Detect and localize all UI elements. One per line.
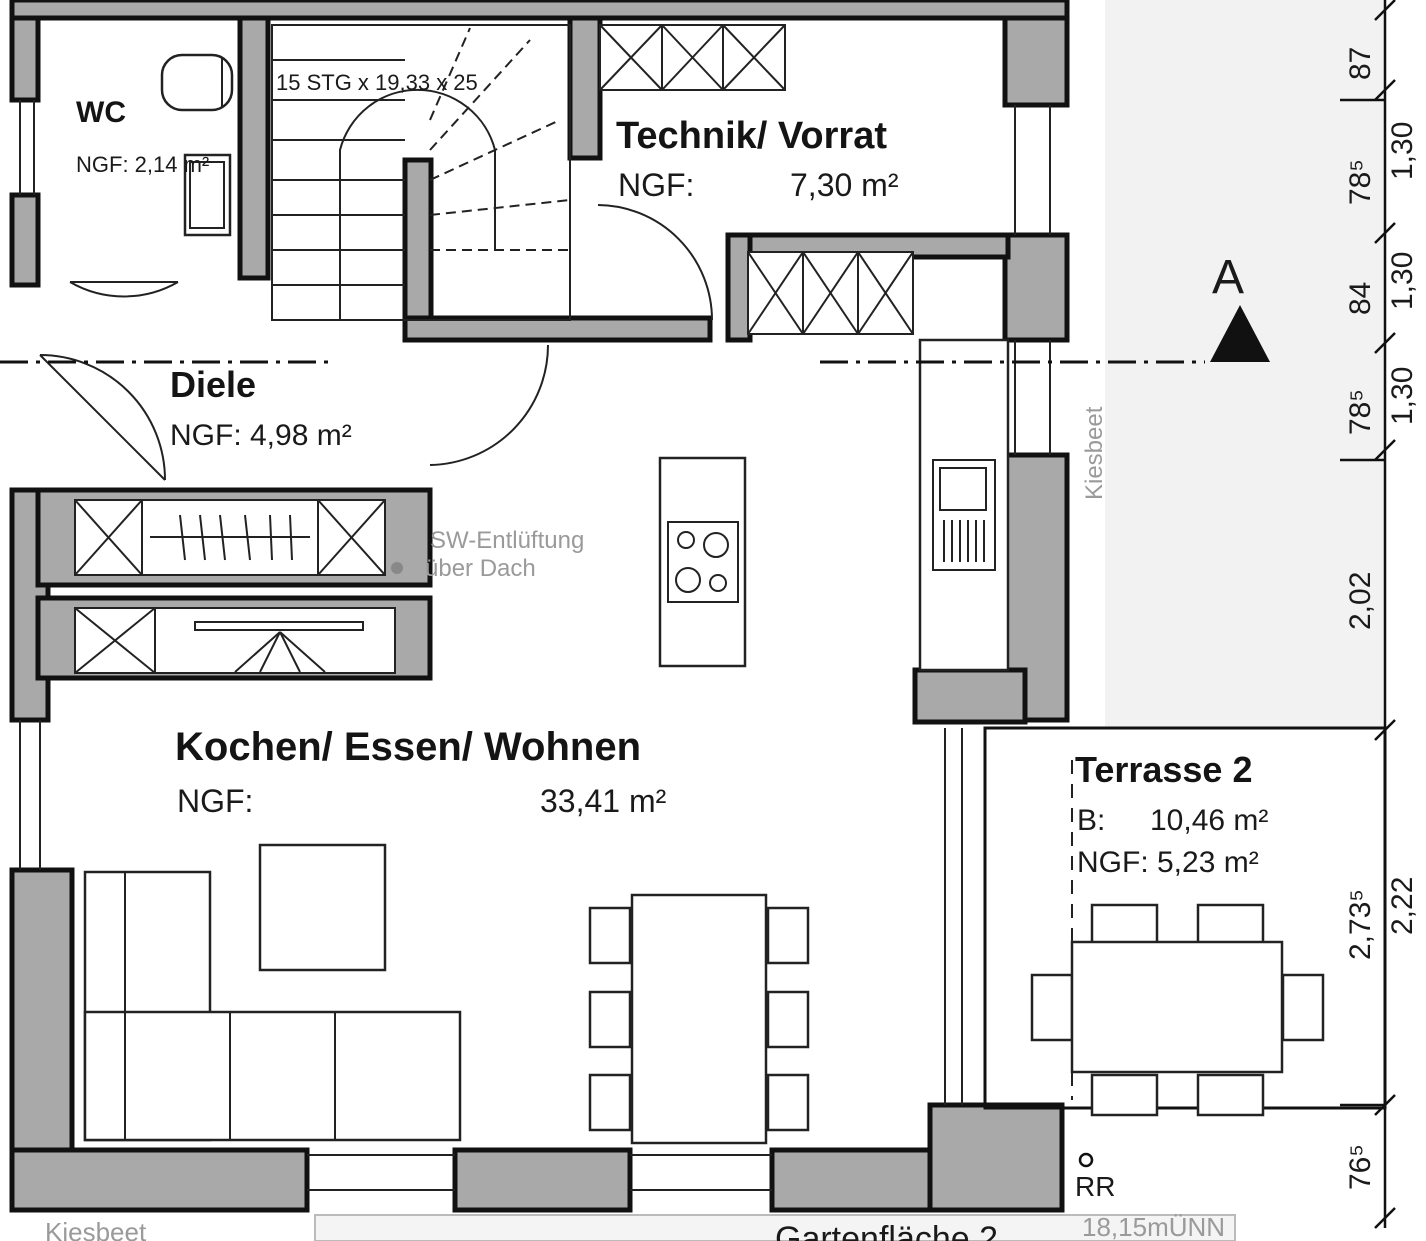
gartenflaeche-label: Gartenfläche 2: [775, 1220, 998, 1241]
rr-marker-icon: [1078, 1152, 1094, 1168]
wall-wc-right: [237, 15, 271, 281]
section-marker-label: A: [1212, 251, 1244, 304]
kochen-ngf-label: NGF:: [177, 783, 253, 819]
dim-2-02: 2,02: [1344, 572, 1377, 630]
wall-kitchen-right: [912, 667, 1028, 725]
diele-name: Diele: [170, 364, 256, 405]
dimension-line: [1340, 0, 1396, 1229]
toilet-icon: [160, 53, 234, 112]
vent-marker-icon: [391, 562, 403, 574]
wardrobe-cabinet: [74, 499, 386, 576]
terrasse-ngf: NGF: 5,23 m²: [1077, 846, 1259, 879]
kiesbeet-bottom: Kiesbeet: [45, 1217, 147, 1241]
coat-rack: [74, 607, 396, 674]
technik-door-swing: [597, 204, 713, 321]
kitchen-island: [658, 456, 747, 668]
wc-area: NGF: 2,14 m²: [76, 152, 209, 177]
kochen-ngf-value: 33,41 m²: [540, 783, 667, 819]
wc-name: WC: [76, 96, 126, 129]
terrasse-b-value: 10,46 m²: [1150, 804, 1268, 837]
sofa: [83, 870, 462, 1142]
dim-2-22: 2,22: [1386, 877, 1419, 935]
kiesbeet-right: Kiesbeet: [1081, 406, 1108, 500]
technik-ngf-label: NGF:: [618, 167, 694, 203]
dim-84: 84: [1344, 282, 1377, 315]
staircase: [271, 24, 571, 321]
elevation-label: 18,15mÜNN: [1082, 1212, 1225, 1241]
dim-78-5-b: 78⁵: [1344, 389, 1377, 435]
wall-bottom-2: [452, 1147, 633, 1213]
wall-stair-right: [402, 157, 434, 341]
dim-1-30-c: 1,30: [1386, 367, 1419, 425]
diele-inner-door-swing: [429, 344, 549, 466]
wall-technik-left: [725, 232, 753, 343]
washbasin-icon: [183, 153, 232, 237]
window-frames: [19, 100, 1051, 1191]
dim-1-30-b: 1,30: [1386, 252, 1419, 310]
terrasse-name: Terrasse 2: [1075, 749, 1252, 790]
dim-1-30-a: 1,30: [1386, 122, 1419, 180]
wc-door-swing: [69, 281, 179, 298]
wall-left-mid: [9, 192, 41, 288]
wall-stair-top: [567, 15, 603, 161]
terrace-table: [1030, 903, 1325, 1117]
stairs-label: 15 STG x 19,33 x 25: [276, 70, 478, 95]
wall-right-bottom: [927, 1102, 1065, 1213]
garden-edge-bottom: [314, 1214, 1236, 1241]
dim-2-73-5: 2,73⁵: [1344, 889, 1377, 960]
wall-bottom-1: [9, 1147, 310, 1213]
vent-line1: SW-Entlüftung: [430, 527, 584, 554]
diele-door-swing: [39, 354, 166, 481]
rr-label: RR: [1075, 1171, 1115, 1202]
dining-table: [588, 893, 810, 1145]
wall-right-mid: [1002, 232, 1070, 343]
dim-76-5: 76⁵: [1344, 1144, 1377, 1190]
technik-ngf-value: 7,30 m²: [790, 167, 899, 203]
wall-stair-bottom: [402, 315, 713, 343]
kitchen-sink: [918, 338, 1010, 672]
technik-name: Technik/ Vorrat: [616, 115, 887, 157]
section-arrow-icon: [1210, 305, 1270, 362]
vent-line2: über Dach: [425, 555, 536, 582]
technik-cabinet-bottom: [747, 251, 914, 335]
wall-top: [9, 0, 1070, 21]
dim-78-5-a: 78⁵: [1344, 159, 1377, 205]
kiesbeet-area-right: [1105, 0, 1385, 728]
terrasse-b-label: B:: [1077, 804, 1105, 837]
technik-cabinet-top: [599, 24, 786, 91]
dim-87: 87: [1344, 47, 1377, 80]
kochen-name: Kochen/ Essen/ Wohnen: [175, 725, 641, 769]
diele-area: NGF: 4,98 m²: [170, 419, 352, 452]
coffee-table: [258, 843, 387, 972]
